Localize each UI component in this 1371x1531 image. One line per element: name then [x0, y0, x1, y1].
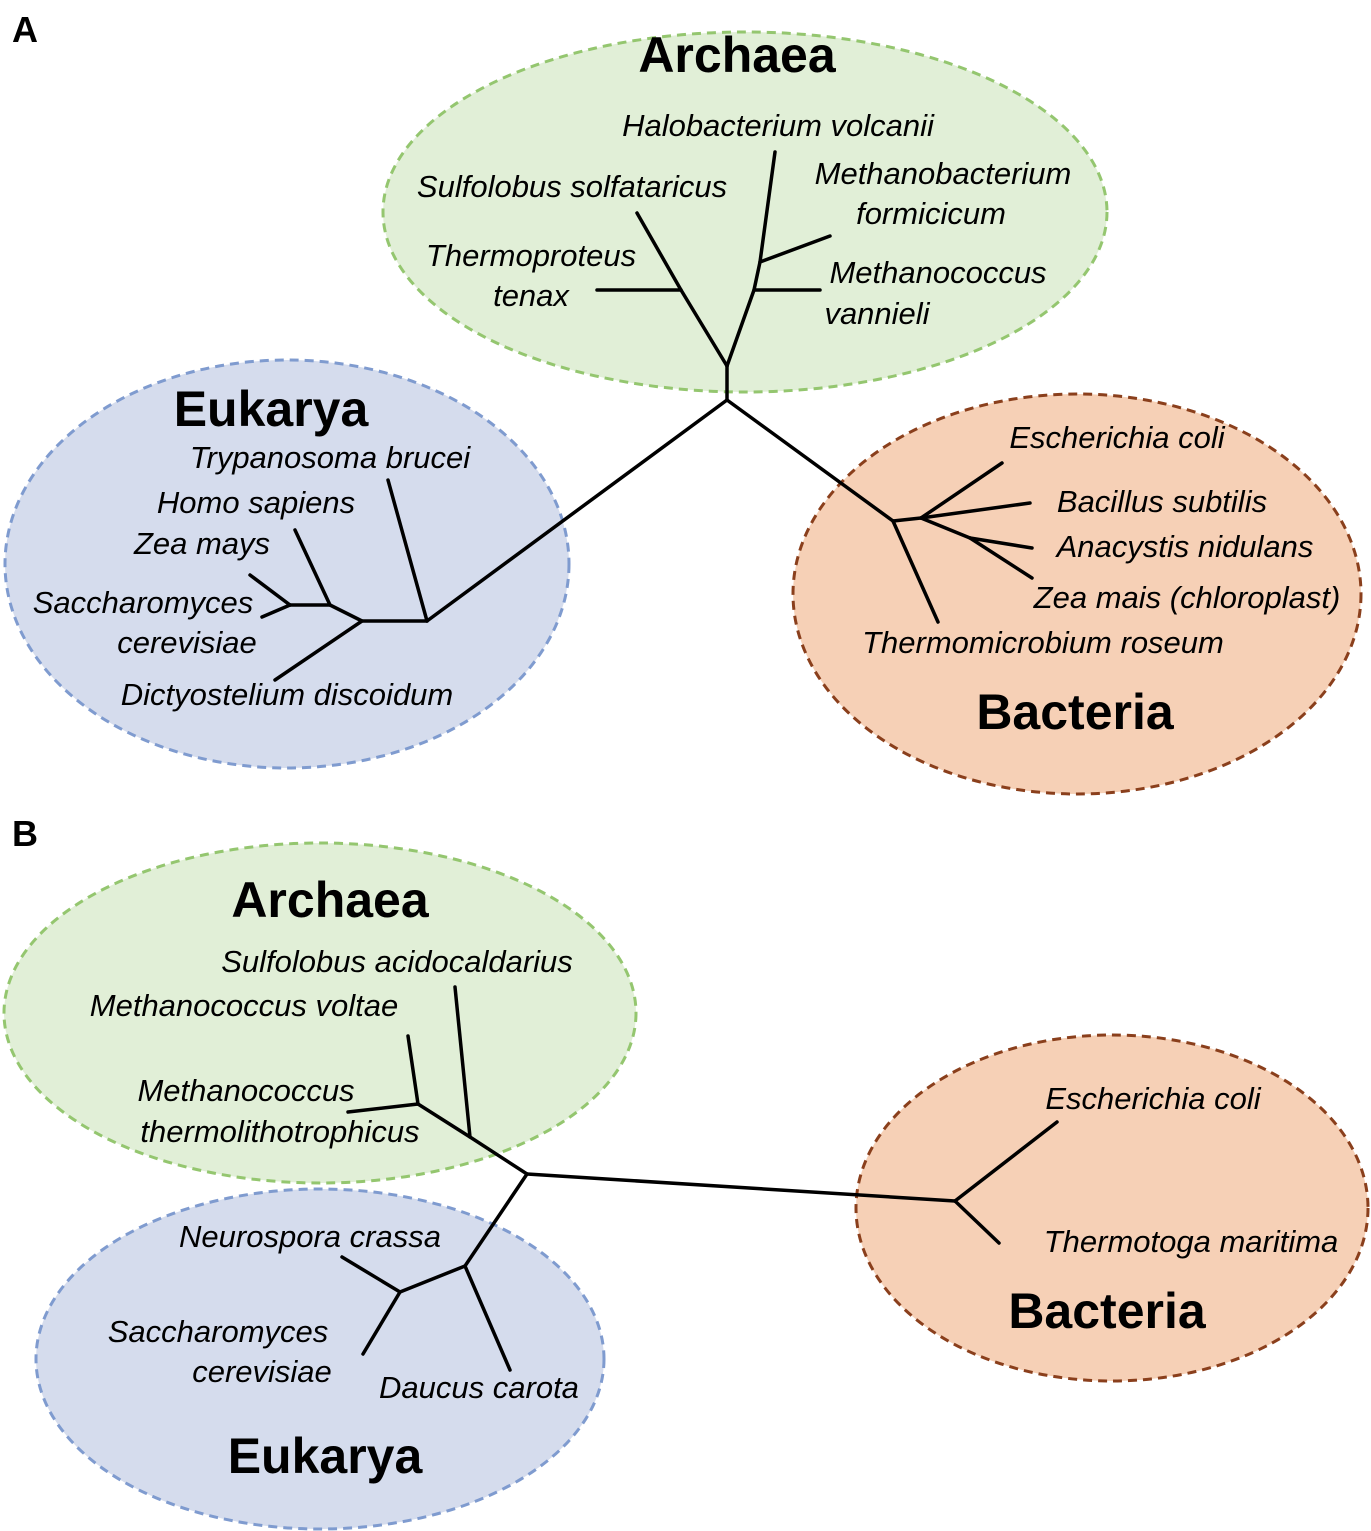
- species-zea-mais: Zea mais (chloroplast): [1033, 580, 1341, 615]
- archaea-region: [381, 30, 1109, 394]
- branch-escherichia: [919, 461, 1004, 520]
- panel-a-label: A: [12, 9, 38, 50]
- tree-a-branches: [248, 150, 1034, 682]
- species-methanococcus-line2: vannieli: [824, 296, 930, 331]
- species-sulfolobus: Sulfolobus solfataricus: [417, 169, 727, 204]
- panel-b: B Archaea Eukarya Bacteria Sulfolobus ac…: [2, 813, 1370, 1531]
- branch-methanobacterium: [758, 234, 832, 264]
- species-sulfolobus: Sulfolobus acidocaldarius: [221, 944, 573, 979]
- species-thermomicrobium: Thermomicrobium roseum: [862, 625, 1224, 660]
- bacteria-title: Bacteria: [976, 684, 1175, 740]
- branch-saccharomyces: [260, 603, 292, 619]
- branch-root-bacteria: [725, 398, 895, 523]
- panel-a: A A: [3, 9, 1363, 796]
- species-dictyostelium: Dictyostelium discoidum: [121, 677, 454, 712]
- species-methanococcus-line1: Methanococcus: [829, 255, 1046, 290]
- branch-thermotoga: [953, 1199, 1001, 1245]
- species-saccharomyces-line1: Saccharomyces: [108, 1314, 329, 1349]
- branch-zea: [248, 573, 292, 607]
- archaea-title: Archaea: [638, 27, 837, 83]
- branch-daucus: [463, 1264, 512, 1372]
- panel-b-label: B: [12, 813, 38, 854]
- species-halobacterium: Halobacterium volcanii: [622, 108, 935, 143]
- species-methanococcus-voltae: Methanococcus voltae: [90, 988, 398, 1023]
- tree-b-branches: [340, 985, 1059, 1372]
- species-escherichia: Escherichia coli: [1045, 1081, 1261, 1116]
- species-zea: Zea mays: [133, 526, 270, 561]
- eukarya-region: [3, 358, 571, 770]
- species-trypanosoma: Trypanosoma brucei: [190, 440, 471, 475]
- branch-methanococcus-voltae: [406, 1034, 420, 1106]
- species-anacystis: Anacystis nidulans: [1055, 529, 1314, 564]
- species-saccharomyces-line2: cerevisiae: [192, 1354, 332, 1389]
- branch-eukarya-inner: [288, 603, 429, 623]
- species-methanococcus-t-line1: Methanococcus: [137, 1073, 354, 1108]
- branch-root-bacteria: [525, 1172, 957, 1203]
- species-saccharomyces-line2: cerevisiae: [117, 625, 257, 660]
- species-bacillus: Bacillus subtilis: [1057, 484, 1267, 519]
- species-saccharomyces-line1: Saccharomyces: [33, 585, 254, 620]
- bacteria-region: [791, 392, 1363, 796]
- branch-saccharomyces: [361, 1290, 402, 1356]
- branch-homo: [293, 528, 332, 607]
- species-escherichia: Escherichia coli: [1009, 420, 1225, 455]
- branch-bacillus: [919, 501, 1032, 520]
- branch-dictyostelium: [273, 619, 364, 682]
- species-methanococcus-t-line2: thermolithotrophicus: [140, 1114, 419, 1149]
- species-daucus: Daucus carota: [379, 1370, 579, 1405]
- species-thermoproteus-line1: Thermoproteus: [426, 238, 636, 273]
- branch-thermomicrobium: [891, 519, 940, 624]
- branch-archaea-right: [725, 150, 777, 368]
- species-neurospora: Neurospora crassa: [179, 1219, 441, 1254]
- branch-root-eukarya: [425, 398, 729, 623]
- bacteria-region: [854, 1033, 1370, 1383]
- branch-neurospora: [340, 1255, 402, 1294]
- branch-bacteria-sub: [919, 516, 972, 540]
- branch-bacteria-inner: [891, 516, 923, 523]
- eukarya-title: Eukarya: [228, 1428, 424, 1484]
- eukarya-title: Eukarya: [174, 381, 370, 437]
- branch-zea-mais: [968, 536, 1034, 580]
- archaea-region: [2, 841, 638, 1185]
- species-homo: Homo sapiens: [157, 485, 355, 520]
- branch-methanococcus-t: [346, 1102, 420, 1114]
- branch-trypanosoma: [386, 478, 429, 623]
- species-methanobacterium-line2: formicicum: [856, 196, 1006, 231]
- eukarya-region: [34, 1187, 606, 1531]
- bacteria-title: Bacteria: [1008, 1283, 1207, 1339]
- branch-sulfolobus: [453, 985, 472, 1139]
- species-methanobacterium-line1: Methanobacterium: [815, 156, 1072, 191]
- branch-anacystis: [968, 536, 1034, 550]
- archaea-title: Archaea: [231, 872, 430, 928]
- species-thermoproteus-line2: tenax: [493, 278, 570, 313]
- species-thermotoga: Thermotoga maritima: [1044, 1224, 1339, 1259]
- branch-escherichia: [953, 1120, 1059, 1203]
